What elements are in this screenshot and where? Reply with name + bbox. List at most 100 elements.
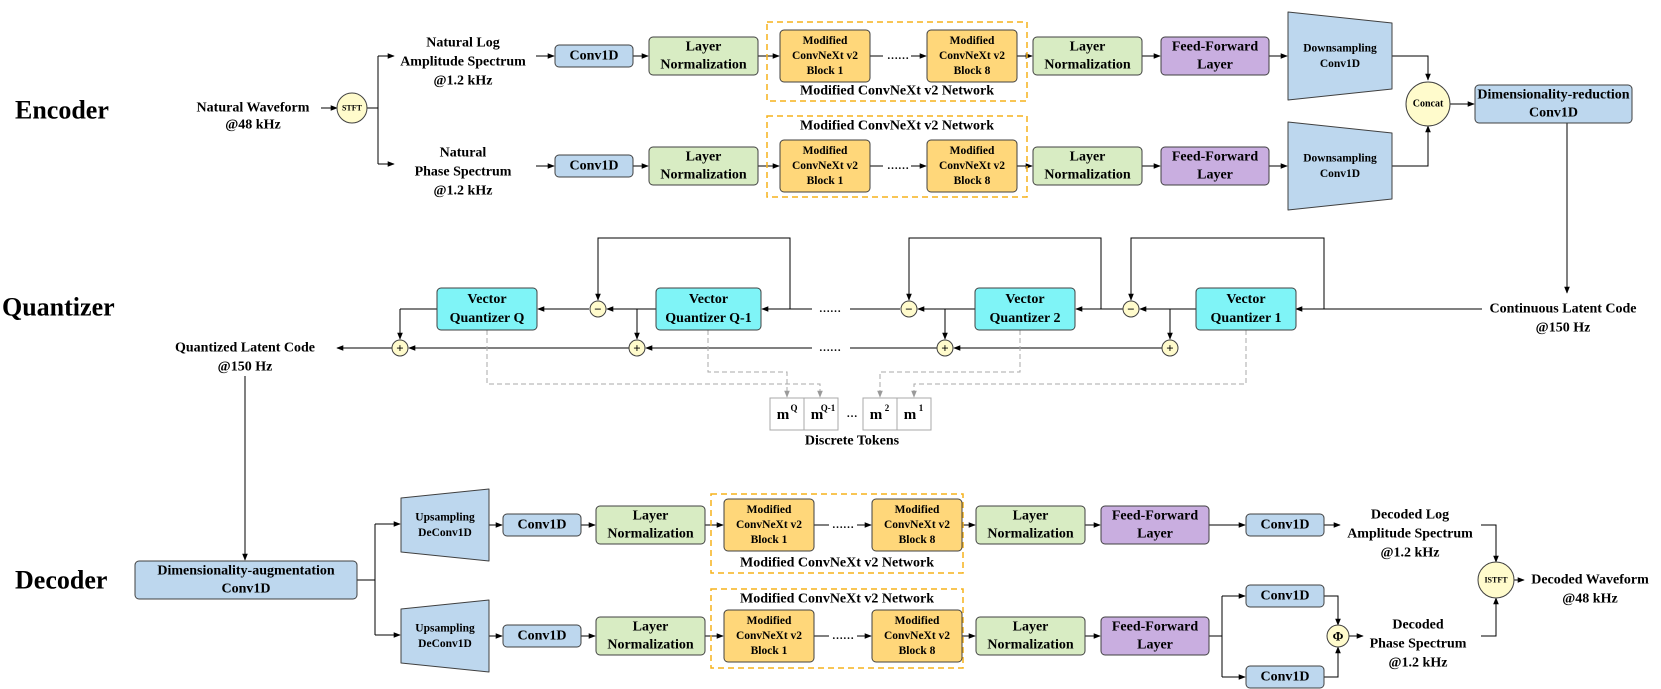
enc-phase-downsampling-label-line-1: Downsampling [1303, 152, 1377, 164]
residual-minus-q [589, 300, 607, 318]
sum-plus-2 [936, 339, 954, 357]
decoded-phase-label-line-3: @1.2 kHz [1389, 656, 1448, 671]
enc-phase-ffl [1160, 146, 1270, 186]
enc-phase-block-8-label-line-2: ConvNeXt v2 [939, 160, 1005, 172]
quantizer-dots-top: …… [819, 303, 841, 315]
edge-vq1-token [911, 330, 1247, 398]
dec-phase-layer-norm-label-line-2: Normalization [607, 638, 694, 653]
dec-phase-post-norm-label-line-1: Layer [1013, 620, 1049, 635]
sum-plus-1-label: + [1166, 341, 1173, 356]
input-waveform-rate: @48 kHz [225, 118, 280, 133]
sum-plus-q [391, 339, 409, 357]
enc-amp-network-frame [766, 21, 1028, 102]
enc-amp-conv1d-label-line-1: Conv1D [569, 49, 618, 64]
dec-phase-block-1-label-line-1: Modified [747, 615, 792, 627]
dec-phase-network-frame [710, 588, 964, 669]
dec-phase-conv1d [502, 624, 582, 648]
dimensionality-augmentation-conv1d-label-line-1: Dimensionality-augmentation [157, 564, 335, 579]
phase-phi-node [1326, 624, 1350, 648]
enc-amp-block-1-label-line-1: Modified [803, 35, 848, 47]
enc-amp-ffl [1160, 36, 1270, 76]
continuous-latent-label: Continuous Latent Code [1489, 302, 1636, 317]
vector-quantizer-q-label-line-1: Vector [467, 292, 506, 307]
enc-amp-block-1 [779, 29, 871, 83]
enc-phase-downsampling [1287, 121, 1393, 211]
enc-amp-post-norm-label-line-1: Layer [1070, 40, 1106, 55]
vector-quantizer-2-label-line-1: Vector [1005, 292, 1044, 307]
decoded-waveform-rate: @48 kHz [1562, 592, 1617, 607]
sum-plus-q-minus-1-label: + [633, 341, 640, 356]
vector-quantizer-1-label-line-1: Vector [1226, 292, 1265, 307]
decoded-phase-label-line-1: Decoded [1392, 618, 1444, 633]
enc-phase-block-1-label-line-1: Modified [803, 145, 848, 157]
dec-amp-block-8-label-line-2: ConvNeXt v2 [884, 519, 950, 531]
discrete-tokens-label: Discrete Tokens [805, 434, 900, 449]
edge-vqq-token [486, 330, 823, 398]
token-dots: … [847, 408, 858, 420]
sum-plus-q-minus-1 [628, 339, 646, 357]
decoded-waveform-label: Decoded Waveform [1531, 573, 1649, 588]
token-m-q-minus-1-superscript: Q-1 [821, 403, 836, 413]
enc-amp-post-norm [1032, 36, 1143, 76]
dec-amp-network-frame [710, 493, 964, 574]
dec-amp-block-1-label-line-1: Modified [747, 504, 792, 516]
vector-quantizer-q [436, 287, 538, 331]
edge-vqq1-token [707, 330, 790, 398]
quantized-latent-label: Quantized Latent Code [175, 341, 315, 356]
dec-amp-block-8 [871, 498, 963, 552]
dec-amp-block-8-label-line-3: Block 8 [899, 534, 936, 546]
sum-plus-q-label: + [396, 341, 403, 356]
vector-quantizer-1-label-line-2: Quantizer 1 [1211, 311, 1282, 326]
enc-amp-downsampling-label-line-1: Downsampling [1303, 42, 1377, 54]
connection-lines [242, 53, 1570, 680]
dec-amp-output-conv1d-label-line-1: Conv1D [1260, 518, 1309, 533]
dec-phase-block-1 [723, 609, 815, 663]
residual-minus-2-label: − [905, 302, 912, 317]
enc-phase-layer-norm-label-line-1: Layer [686, 150, 722, 165]
dec-phase-upsampling-label-line-1: Upsampling [415, 622, 475, 634]
stft-node [336, 92, 368, 124]
dec-amp-block-1 [723, 498, 815, 552]
decoder-heading: Decoder [15, 566, 107, 595]
dec-amp-dots: …… [832, 519, 854, 531]
enc-phase-layer-norm [648, 146, 759, 186]
sum-plus-2-label: + [941, 341, 948, 356]
dec-amp-upsampling [400, 488, 490, 562]
edge-phase-concat [1392, 125, 1431, 167]
sum-plus-1 [1161, 339, 1179, 357]
vector-quantizer-q-minus-1 [655, 287, 762, 331]
vector-quantizer-1 [1195, 287, 1297, 331]
enc-amp-block-8-label-line-1: Modified [950, 35, 995, 47]
enc-phase-block-1-label-line-2: ConvNeXt v2 [792, 160, 858, 172]
enc-phase-ffl-label-line-2: Layer [1197, 168, 1233, 183]
dec-amp-upsampling-label-line-2: DeConv1D [418, 527, 472, 539]
enc-phase-layer-norm-label-line-2: Normalization [660, 168, 747, 183]
vector-quantizer-q-minus-1-label-line-2: Quantizer Q-1 [665, 311, 751, 326]
dec-phase-post-norm [975, 616, 1086, 656]
dec-phase-real-conv1d [1245, 584, 1325, 608]
token-m-q-superscript: Q [790, 403, 797, 413]
enc-phase-block-8-label-line-3: Block 8 [954, 175, 991, 187]
enc-phase-network-label: Modified ConvNeXt v2 Network [800, 119, 994, 134]
dec-amp-output-conv1d [1245, 513, 1325, 537]
amp-spectrum-label-line-2: Amplitude Spectrum [400, 55, 526, 70]
enc-phase-dots: …… [887, 160, 909, 172]
dec-amp-block-8-label-line-1: Modified [895, 504, 940, 516]
enc-phase-conv1d-label-line-1: Conv1D [569, 159, 618, 174]
token-m-2-letter: m [870, 407, 883, 423]
token-m-q-box [769, 397, 805, 431]
dec-amp-post-norm-label-line-1: Layer [1013, 509, 1049, 524]
dec-amp-upsampling-label-line-1: Upsampling [415, 511, 475, 523]
enc-amp-block-8-label-line-3: Block 8 [954, 65, 991, 77]
residual-minus-2 [900, 300, 918, 318]
enc-phase-block-8 [926, 139, 1018, 193]
enc-amp-block-1-label-line-2: ConvNeXt v2 [792, 50, 858, 62]
enc-amp-downsampling-label-line-2: Conv1D [1320, 58, 1360, 70]
phase-phi-node-label: Φ [1333, 629, 1344, 644]
dec-phase-block-1-label-line-2: ConvNeXt v2 [736, 630, 802, 642]
edge-vq2-token [877, 330, 1021, 398]
decoded-amp-label-line-2: Amplitude Spectrum [1347, 527, 1473, 542]
